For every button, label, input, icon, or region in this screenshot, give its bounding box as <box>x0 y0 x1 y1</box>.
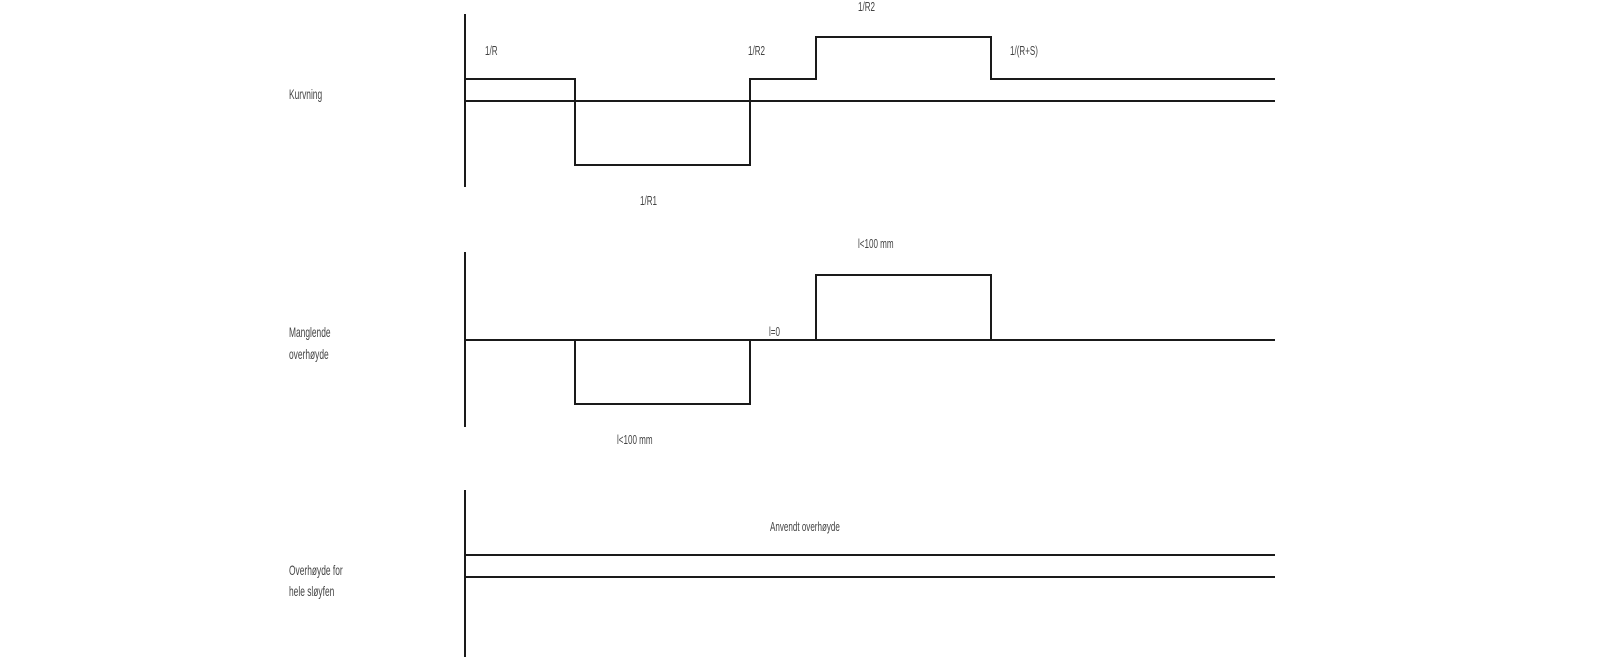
missing-superelevation-lower-block <box>574 340 751 405</box>
annotation-lower-limit: l<100 mm <box>617 432 653 447</box>
annotation-inv-r: 1/R <box>485 43 498 58</box>
row-label-loop-superelevation-line2: hele sløyfen <box>289 583 335 599</box>
annotation-upper-limit: l<100 mm <box>858 236 894 251</box>
curvature-panel <box>464 14 1275 187</box>
annotation-inv-r2-left: 1/R2 <box>748 43 766 58</box>
annotation-inv-r2-top: 1/R2 <box>858 0 876 14</box>
annotation-applied-superelevation: Anvendt overhøyde <box>770 519 840 534</box>
annotation-zero: l=0 <box>769 324 780 339</box>
loop-superelevation-panel <box>464 490 1275 657</box>
row-label-missing-superelevation-line2: overhøyde <box>289 346 329 362</box>
missing-superelevation-upper-block <box>815 274 992 340</box>
row-label-missing-superelevation-line1: Manglende <box>289 324 331 340</box>
row-label-loop-superelevation-line1: Overhøyde for <box>289 562 343 578</box>
curvature-curve <box>465 36 1275 166</box>
annotation-inv-r-plus-s: 1/(R+S) <box>1010 43 1038 58</box>
missing-superelevation-panel <box>464 252 1275 427</box>
annotation-inv-r1: 1/R1 <box>640 193 658 208</box>
row-label-curvature: Kurvning <box>289 86 323 102</box>
